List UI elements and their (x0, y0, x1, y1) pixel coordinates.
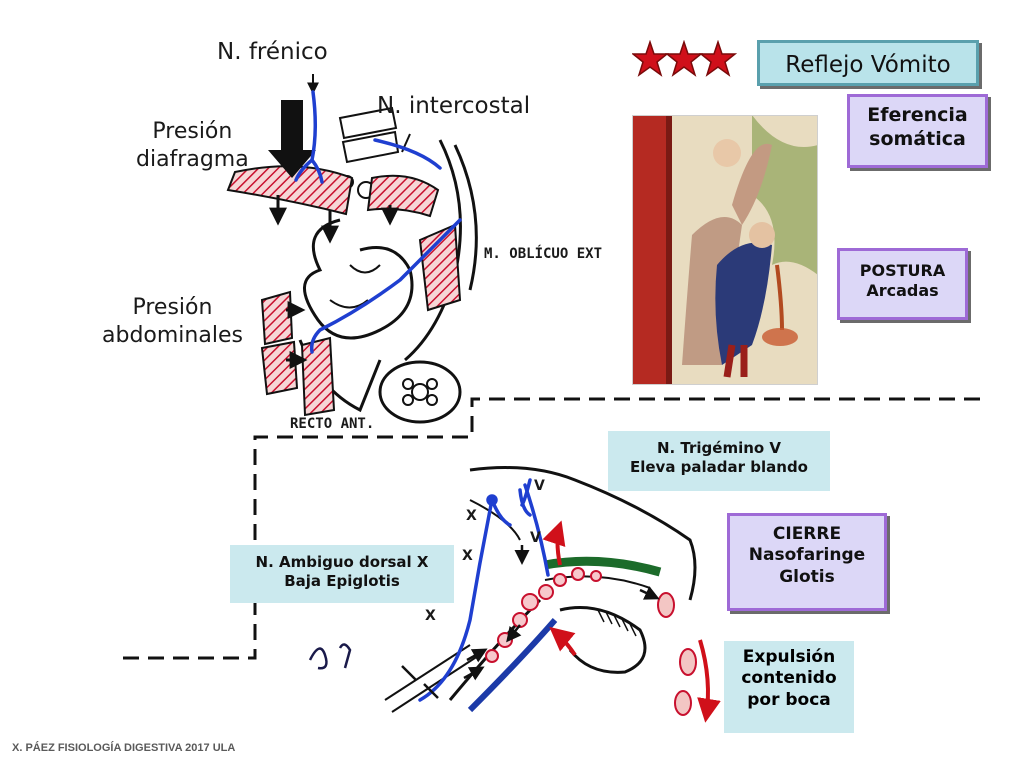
footer-credit: X. PÁEZ FISIOLOGÍA DIGESTIVA 2017 ULA (12, 742, 236, 754)
ambiguo-box: N. Ambiguo dorsal X Baja Epiglotis (230, 545, 454, 603)
rectus-muscle-3 (300, 336, 336, 417)
roman-x-label: X (462, 548, 473, 564)
intercostal-nerve-label: N. intercostal (377, 93, 531, 119)
rectus-muscle-1 (260, 290, 294, 346)
expulsion-box: Expulsión contenido por boca (724, 641, 854, 733)
dashed-frame (118, 397, 980, 660)
throat-drawing (308, 466, 721, 723)
roman-v-label: V (534, 478, 545, 494)
diaphragm-muscle-right (366, 174, 440, 218)
phrenic-nerve-label: N. frénico (217, 39, 328, 65)
rectus-muscle-label: RECTO ANT. (290, 416, 375, 432)
diaphragm-pressure-arrow (268, 100, 316, 178)
trigemino-box: N. Trigémino V Eleva paladar blando (608, 431, 830, 491)
roman-x-label: X (425, 608, 436, 624)
title-box: Reflejo Vómito (757, 40, 979, 86)
postura-box: POSTURA Arcadas (837, 248, 968, 320)
nerves-lower (418, 478, 550, 702)
roman-x-label: X (466, 508, 477, 524)
oblique-muscle (418, 223, 462, 312)
scribble (308, 643, 352, 670)
nerves-upper (294, 90, 462, 354)
roman-v-label: V (530, 530, 541, 546)
oblique-muscle-label: M. OBLÍCUO EXT (484, 246, 603, 262)
abdominal-pressure-label: Presión abdominales (102, 295, 243, 348)
medieval-vomiting-painting (632, 115, 818, 385)
rectus-muscle-2 (260, 340, 299, 396)
abdomen-drawing (226, 74, 478, 424)
importance-stars (632, 40, 738, 77)
cierre-box: CIERRE Nasofaringe Glotis (727, 513, 887, 611)
diaphragm-pressure-label: Presión diafragma (136, 119, 249, 172)
eferencia-box: Eferencia somática (847, 94, 988, 168)
